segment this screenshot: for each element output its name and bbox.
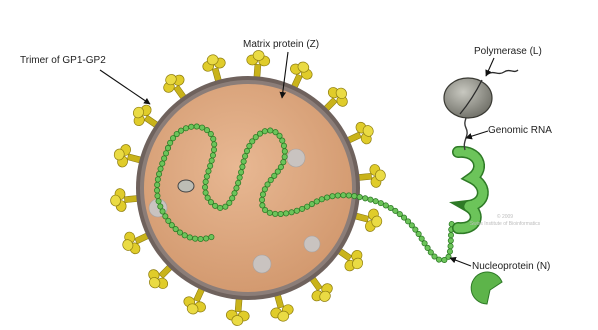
label-nucleoprotein: Nucleoprotein (N) — [472, 261, 550, 273]
label-polymerase: Polymerase (L) — [474, 46, 542, 58]
internal-polymerase — [178, 180, 194, 192]
watermark-line-2: Swiss Institute of Bioinformatics — [465, 221, 545, 228]
glycoprotein-spike — [225, 297, 250, 327]
label-matrix-protein: Matrix protein (Z) — [243, 39, 319, 51]
glycoprotein-spike — [245, 50, 270, 80]
virion-interior — [144, 84, 352, 292]
nucleoprotein-monomer — [471, 272, 502, 304]
label-genomic-rna: Genomic RNA — [488, 125, 552, 137]
polymerase-l — [444, 70, 518, 118]
glycoprotein-spike — [356, 164, 386, 190]
watermark-line-1: © 2009 — [465, 214, 545, 221]
copyright-watermark: © 2009 Swiss Institute of Bioinformatics — [465, 214, 545, 228]
glycoprotein-spike — [110, 187, 140, 213]
label-trimer: Trimer of GP1-GP2 — [20, 55, 106, 67]
